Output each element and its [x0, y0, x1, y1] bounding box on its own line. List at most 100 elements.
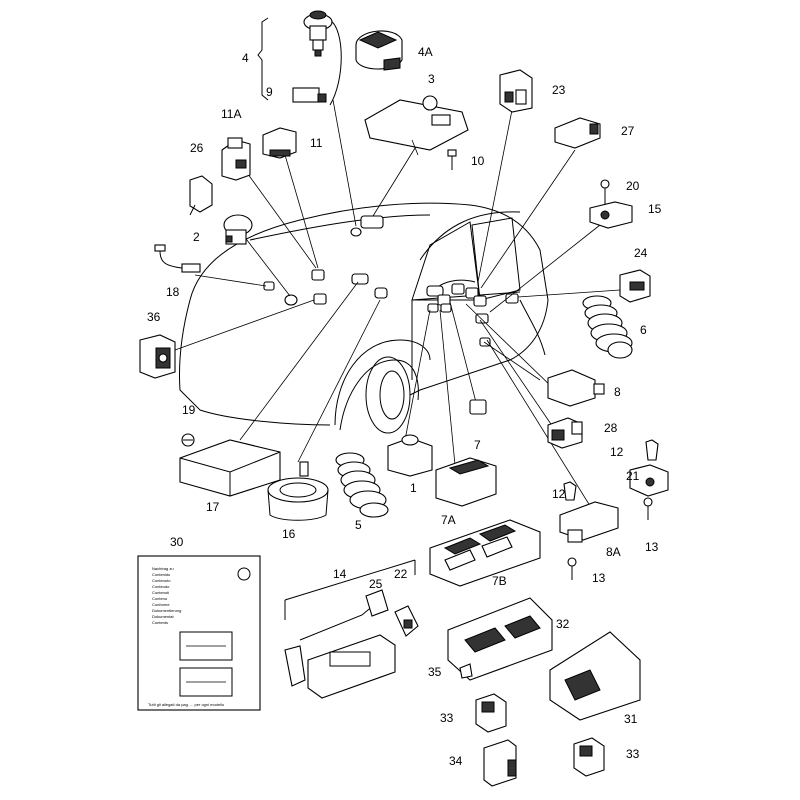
- part-8-sensor: [547, 369, 605, 407]
- callout-n11: 11: [310, 136, 323, 150]
- callout-n1: 1: [410, 481, 417, 495]
- part-13-screw-a: [643, 497, 653, 520]
- doc-line-7: Dokumentierung: [152, 608, 181, 613]
- callout-n13b: 13: [592, 571, 606, 585]
- part-17-control-unit: [179, 439, 281, 497]
- doc-footer: Tutti gli allegati da pag. ... per ogni …: [148, 702, 225, 707]
- doc-line-4: Contenuti: [152, 590, 169, 595]
- car-outline: [179, 202, 549, 434]
- doc-line-5: Contenu: [152, 596, 167, 601]
- callout-n8a: 8A: [606, 545, 621, 559]
- callout-n14: 14: [333, 567, 347, 581]
- part-33-connector-b: [573, 737, 605, 777]
- callout-n23: 23: [552, 83, 566, 97]
- part-32-trim-panel: [447, 597, 553, 681]
- callout-n2: 2: [193, 230, 200, 244]
- part-5-bellows: [335, 452, 389, 518]
- callout-n26: 26: [190, 141, 204, 155]
- callout-n19: 19: [182, 403, 196, 417]
- callout-n10: 10: [471, 154, 485, 168]
- callout-n25: 25: [369, 577, 383, 591]
- callout-n9: 9: [266, 85, 273, 99]
- part-7a-switch: [435, 457, 497, 507]
- callout-n28: 28: [604, 421, 618, 435]
- part-7b-switch-panel: [429, 519, 541, 587]
- callout-n3: 3: [428, 72, 435, 86]
- callout-n7a: 7A: [441, 513, 456, 527]
- part-6-bellows: [582, 295, 633, 359]
- callout-n7b: 7B: [492, 574, 507, 588]
- part-18-wire-sensor: [154, 244, 201, 273]
- part-11a-bracket: [221, 137, 251, 181]
- part-25-connector: [365, 589, 389, 617]
- callout-n35: 35: [428, 665, 442, 679]
- doc-line-8: Dokumentat: [152, 614, 174, 619]
- part-4-sensor: [303, 10, 333, 57]
- part-2-sensor: [223, 214, 253, 245]
- part-19-nut: [181, 433, 195, 447]
- callout-n33a: 33: [440, 711, 454, 725]
- leader-lines: [174, 99, 621, 531]
- part-31-trim-panel: [549, 631, 641, 721]
- part-35-clip: [459, 663, 473, 679]
- doc-line-9: Contents: [152, 620, 168, 625]
- callout-n8: 8: [614, 385, 621, 399]
- bracket-4-9: [257, 17, 269, 101]
- part-1-switch: [387, 434, 433, 477]
- car-markers: [263, 215, 519, 347]
- part-27-connector: [554, 117, 601, 149]
- doc-line-0: Nachtrag zu: [152, 566, 174, 571]
- part-10-screw: [447, 149, 457, 170]
- part-13-screw-b: [567, 557, 577, 580]
- callout-n36: 36: [147, 310, 161, 324]
- part-12-clip-b: [563, 481, 577, 501]
- part-26-clip: [189, 175, 213, 216]
- part-9-connector: [292, 87, 327, 103]
- callout-n27: 27: [621, 124, 635, 138]
- callout-n11a: 11A: [221, 107, 241, 121]
- callout-n30: 30: [170, 535, 184, 549]
- document-30-lines: Nachtrag zu Contenido Contenuto Conteudo…: [148, 566, 225, 707]
- doc-line-1: Contenido: [152, 572, 171, 577]
- callout-n4: 4: [242, 51, 249, 65]
- callout-n21: 21: [626, 469, 640, 483]
- part-36-switch: [139, 334, 176, 379]
- doc-line-3: Conteudo: [152, 584, 170, 589]
- callout-n4a: 4A: [418, 45, 433, 59]
- part-8a-sensor: [559, 501, 619, 543]
- part-12-clip-a: [645, 439, 659, 461]
- callout-n18: 18: [166, 285, 180, 299]
- part-11-relay: [262, 127, 297, 159]
- doc-line-6: Conforme: [152, 602, 170, 607]
- part-23-switch: [499, 69, 533, 113]
- part-34-module: [483, 739, 517, 787]
- part-22-connector: [394, 605, 419, 637]
- callout-n17: 17: [206, 500, 220, 514]
- part-4a-cap: [355, 30, 403, 71]
- callout-n33b: 33: [626, 747, 640, 761]
- callout-n31: 31: [624, 712, 638, 726]
- callout-n16: 16: [282, 527, 296, 541]
- wire-4: [329, 19, 342, 106]
- document-30: [137, 555, 261, 711]
- callout-n12a: 12: [610, 445, 624, 459]
- callout-n15: 15: [648, 202, 662, 216]
- part-24-connector: [619, 269, 651, 303]
- doc-line-2: Contenuto: [152, 578, 171, 583]
- part-3-module: [364, 95, 469, 156]
- part-28-switch: [547, 417, 583, 449]
- part-14-harness: [284, 559, 416, 699]
- callout-n5: 5: [355, 518, 362, 532]
- callout-n24: 24: [634, 246, 648, 260]
- callout-n6: 6: [640, 323, 647, 337]
- part-15-bracket: [589, 201, 633, 229]
- callout-n34: 34: [449, 754, 463, 768]
- part-16-ring: [267, 461, 329, 521]
- part-21-bracket: [629, 464, 669, 497]
- callout-n7: 7: [474, 438, 481, 452]
- callout-n32: 32: [556, 617, 570, 631]
- callout-n20: 20: [626, 179, 640, 193]
